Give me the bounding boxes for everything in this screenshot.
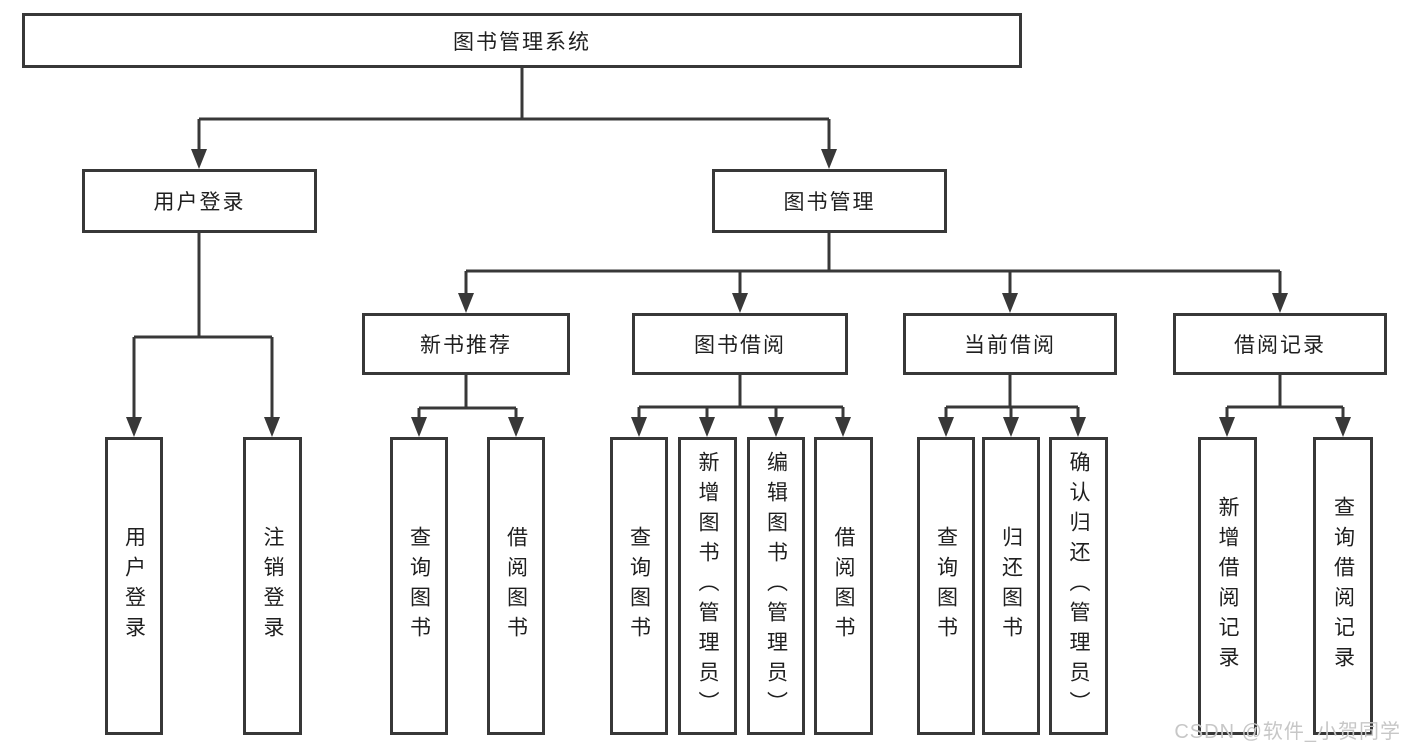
- arrow-down-icon: [1219, 417, 1235, 437]
- arrow-down-icon: [1335, 417, 1351, 437]
- arrow-down-icon: [835, 417, 851, 437]
- arrow-down-icon: [264, 417, 280, 437]
- leaf-nb-query-books-label: 查询图书: [407, 526, 431, 646]
- connector-currentborrow-children: [938, 375, 1086, 437]
- leaf-br-query-record-label: 查询借阅记录: [1331, 496, 1355, 676]
- leaf-bb-borrow-books: 借阅图书: [814, 437, 873, 735]
- leaf-cb-return-books: 归还图书: [982, 437, 1040, 735]
- node-book-mgmt: 图书管理: [712, 169, 947, 233]
- leaf-br-add-record: 新增借阅记录: [1198, 437, 1257, 735]
- arrow-down-icon: [1002, 293, 1018, 313]
- arrow-down-icon: [458, 293, 474, 313]
- node-book-borrow: 图书借阅: [632, 313, 848, 375]
- arrow-down-icon: [938, 417, 954, 437]
- node-borrow-records-label: 借阅记录: [1234, 334, 1326, 357]
- arrow-down-icon: [821, 149, 837, 169]
- node-root: 图书管理系统: [22, 13, 1022, 68]
- node-new-book-rec-label: 新书推荐: [420, 334, 512, 357]
- leaf-bb-query-books: 查询图书: [610, 437, 668, 735]
- leaf-cb-query-books: 查询图书: [917, 437, 975, 735]
- connector-bookborrow-children: [631, 375, 851, 437]
- node-root-label: 图书管理系统: [453, 30, 591, 54]
- arrow-down-icon: [1070, 417, 1086, 437]
- leaf-bb-borrow-books-label: 借阅图书: [832, 526, 855, 646]
- leaf-nb-query-books: 查询图书: [390, 437, 448, 735]
- leaf-bb-add-books-admin: 新增图书（管理员）: [678, 437, 737, 735]
- watermark: CSDN @软件_小贺同学: [1174, 721, 1401, 743]
- leaf-cb-confirm-return-admin: 确认归还（管理员）: [1049, 437, 1108, 735]
- leaf-nb-borrow-books: 借阅图书: [487, 437, 545, 735]
- node-book-borrow-label: 图书借阅: [694, 334, 786, 357]
- node-borrow-records: 借阅记录: [1173, 313, 1387, 375]
- connector-records-children: [1219, 375, 1351, 437]
- leaf-logout: 注销登录: [243, 437, 302, 735]
- node-current-borrow: 当前借阅: [903, 313, 1117, 375]
- connector-user-login-children: [126, 233, 280, 437]
- arrow-down-icon: [631, 417, 647, 437]
- connector-book-mgmt-modules: [458, 233, 1288, 313]
- connector-root-to-level2: [191, 68, 837, 169]
- node-current-borrow-label: 当前借阅: [964, 334, 1056, 357]
- arrow-down-icon: [411, 417, 427, 437]
- arrow-down-icon: [508, 417, 524, 437]
- leaf-bb-edit-books-admin: 编辑图书（管理员）: [747, 437, 805, 735]
- arrow-down-icon: [191, 149, 207, 169]
- leaf-bb-edit-books-admin-label: 编辑图书（管理员）: [764, 451, 788, 721]
- arrow-down-icon: [768, 417, 784, 437]
- arrow-down-icon: [732, 293, 748, 313]
- leaf-br-add-record-label: 新增借阅记录: [1216, 496, 1239, 676]
- leaf-bb-query-books-label: 查询图书: [627, 526, 651, 646]
- connector-newbook-children: [411, 375, 524, 437]
- arrow-down-icon: [126, 417, 142, 437]
- leaf-bb-add-books-admin-label: 新增图书（管理员）: [696, 451, 719, 721]
- node-user-login-label: 用户登录: [153, 191, 246, 214]
- leaf-cb-confirm-return-admin-label: 确认归还（管理员）: [1067, 451, 1090, 721]
- leaf-user-login-label: 用户登录: [122, 526, 146, 646]
- arrow-down-icon: [699, 417, 715, 437]
- node-user-login: 用户登录: [82, 169, 317, 233]
- node-new-book-rec: 新书推荐: [362, 313, 570, 375]
- arrow-down-icon: [1272, 293, 1288, 313]
- leaf-user-login: 用户登录: [105, 437, 163, 735]
- leaf-logout-label: 注销登录: [261, 526, 284, 646]
- arrow-down-icon: [1003, 417, 1019, 437]
- node-book-mgmt-label: 图书管理: [783, 191, 876, 214]
- leaf-br-query-record: 查询借阅记录: [1313, 437, 1373, 735]
- leaf-nb-borrow-books-label: 借阅图书: [504, 526, 528, 646]
- leaf-cb-query-books-label: 查询图书: [934, 526, 958, 646]
- leaf-cb-return-books-label: 归还图书: [999, 526, 1023, 646]
